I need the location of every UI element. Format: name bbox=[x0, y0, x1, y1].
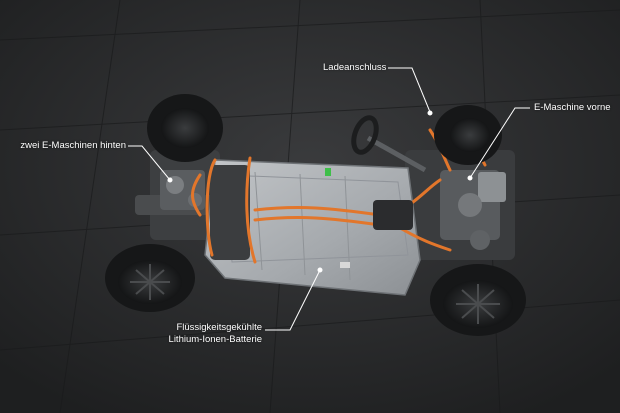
front-axle-assembly bbox=[405, 150, 515, 260]
label-ladeanschluss: Ladeanschluss bbox=[323, 62, 387, 73]
leader-ladeanschluss bbox=[388, 67, 431, 113]
front-left-tire bbox=[434, 105, 502, 165]
rear-right-tire bbox=[105, 244, 195, 312]
steering-assembly bbox=[351, 115, 427, 173]
rear-left-tire bbox=[147, 94, 223, 162]
leader-e-maschinen-hinten bbox=[128, 145, 171, 181]
label-e-maschine-vorne: E-Maschine vorne bbox=[534, 102, 611, 113]
hv-cables bbox=[191, 123, 487, 264]
label-batterie-line1: Flüssigkeitsgekühlte bbox=[176, 322, 262, 333]
label-e-maschinen-hinten: zwei E-Maschinen hinten bbox=[20, 140, 126, 151]
label-batterie: Flüssigkeitsgekühlte Lithium-Ionen-Batte… bbox=[150, 322, 262, 346]
label-batterie-line2: Lithium-Ionen-Batterie bbox=[168, 334, 262, 345]
leader-batterie bbox=[265, 269, 321, 331]
front-right-tire bbox=[430, 264, 526, 336]
junction-box bbox=[373, 200, 413, 230]
leader-e-maschine-vorne bbox=[469, 107, 530, 179]
battery-pack bbox=[204, 159, 421, 296]
leader-lines bbox=[128, 67, 530, 331]
